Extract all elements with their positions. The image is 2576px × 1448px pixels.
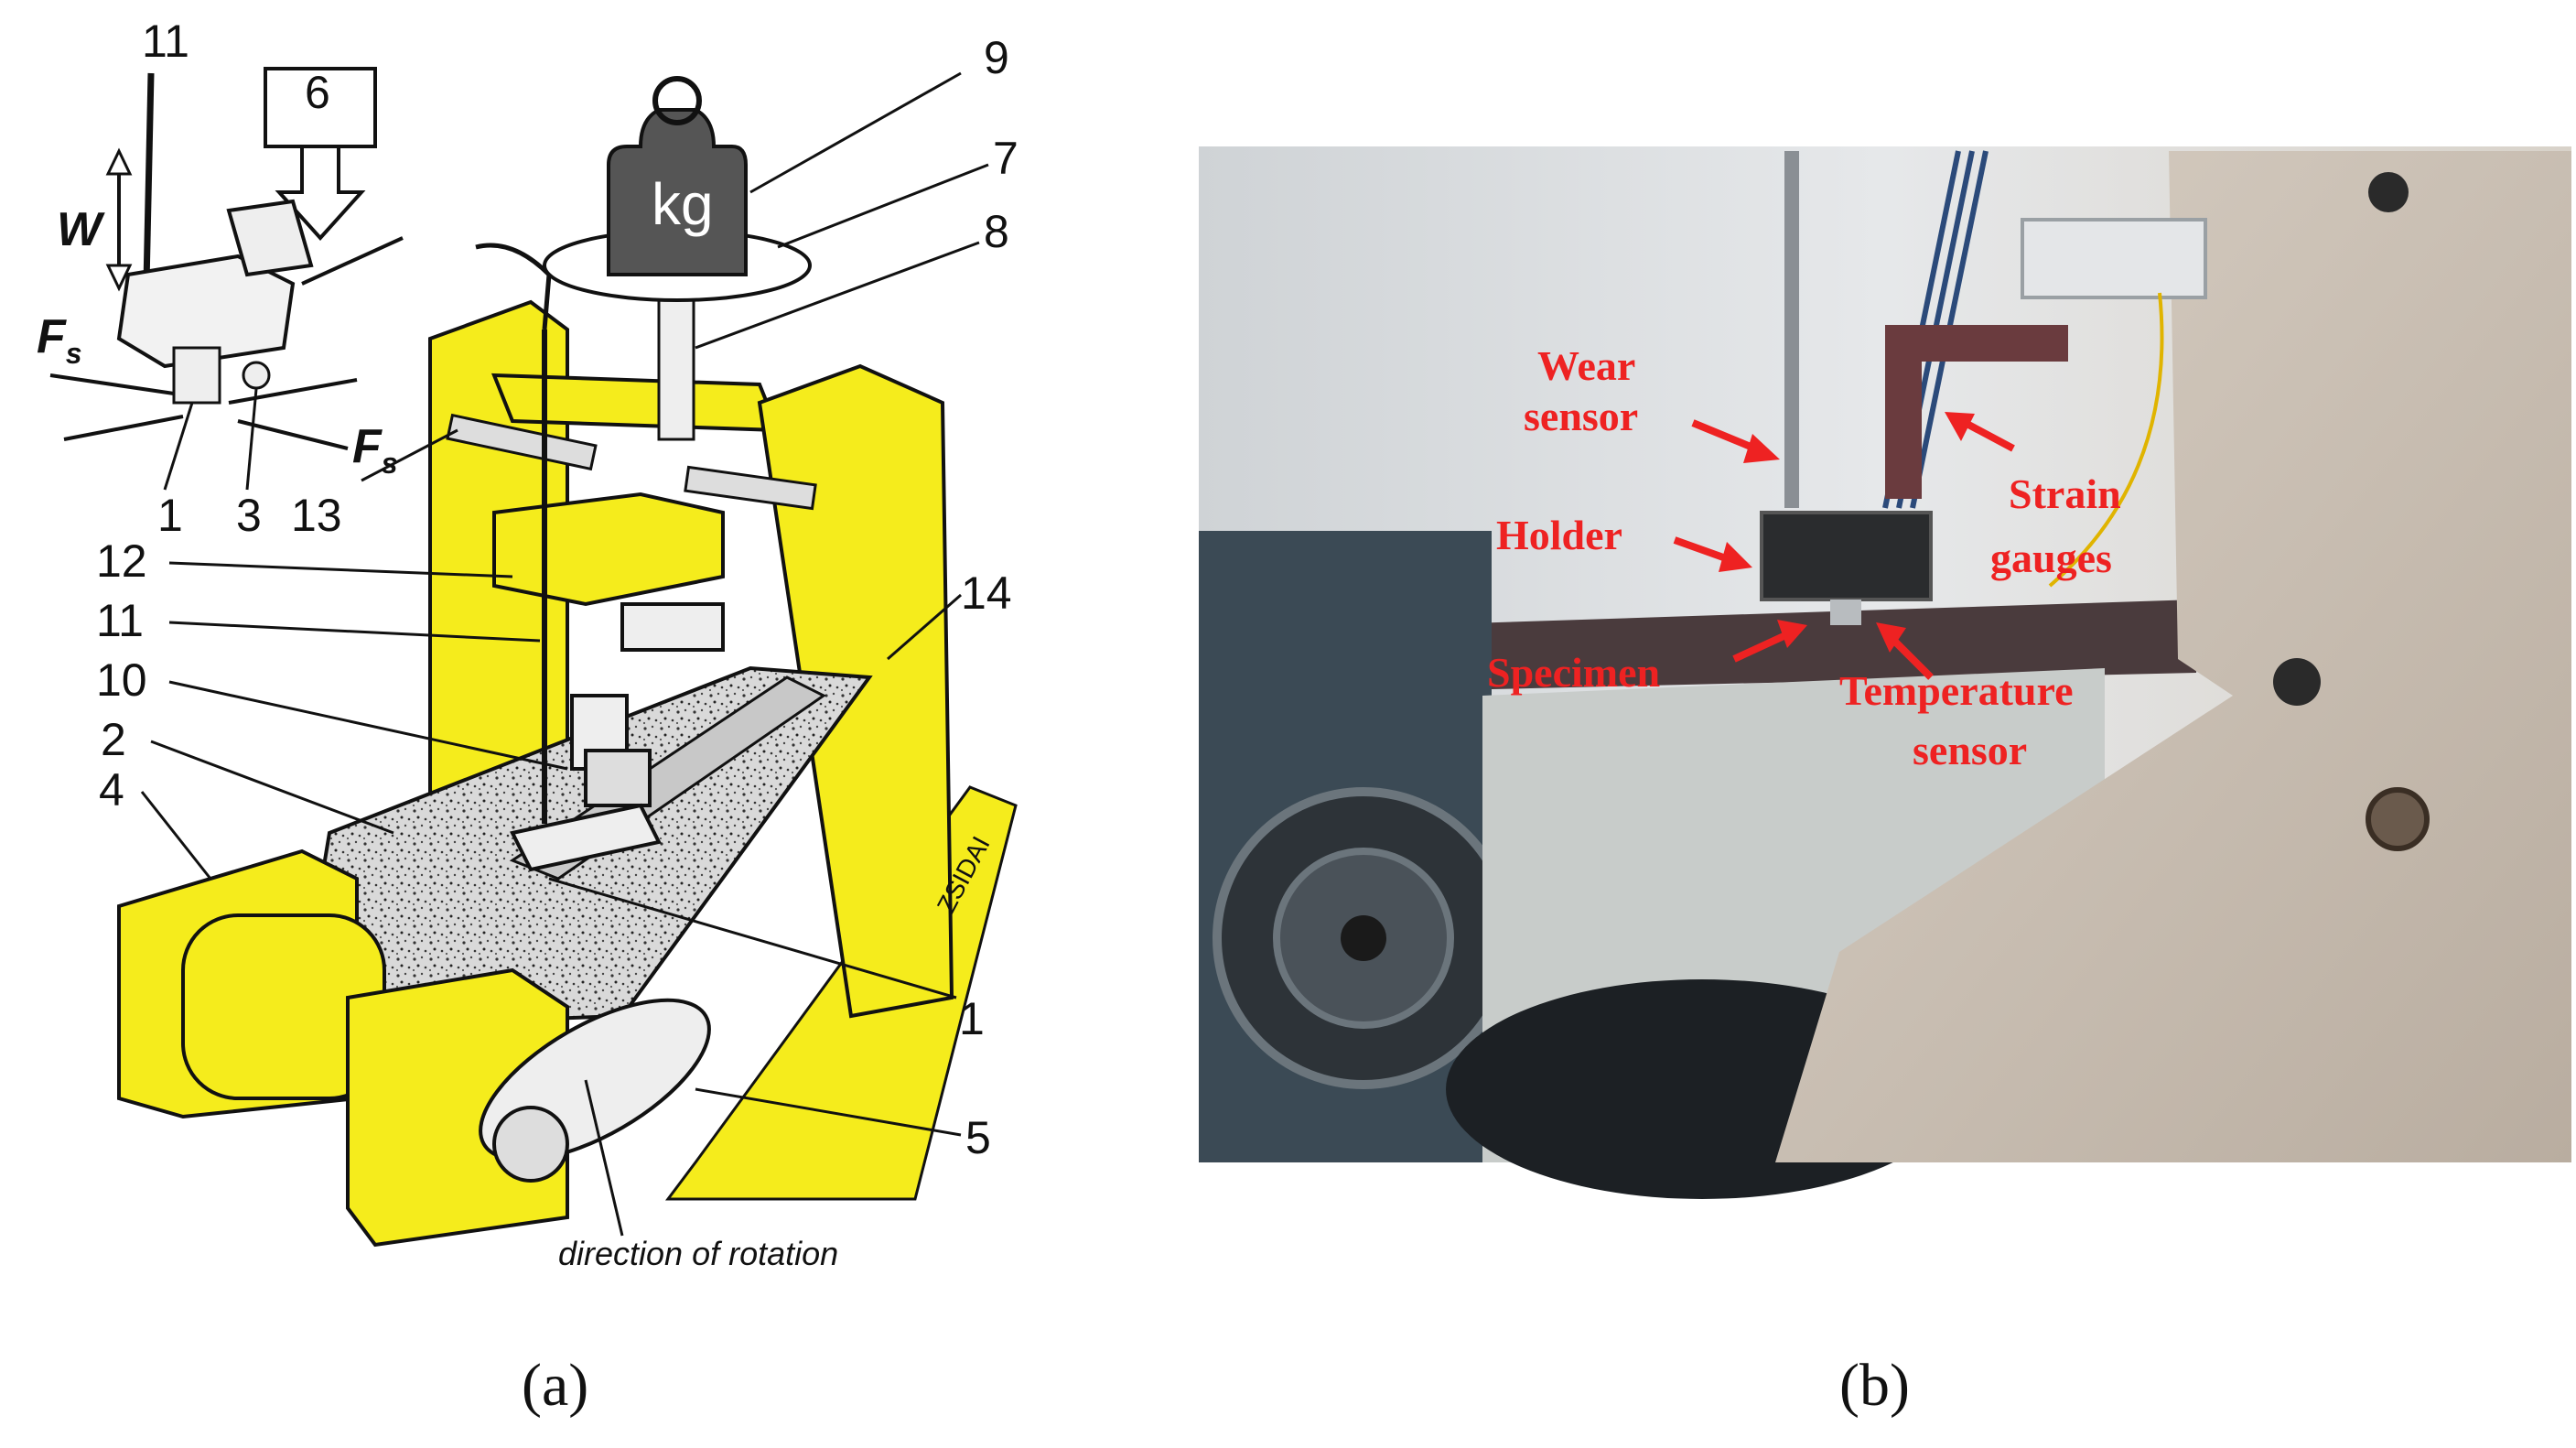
panel-a-drawing: kg xyxy=(37,16,1019,1272)
holder xyxy=(1760,511,1933,601)
w-arrow-head-down xyxy=(105,264,133,292)
callout-4: 4 xyxy=(99,764,124,816)
specimen xyxy=(1830,600,1861,625)
rotation-leader xyxy=(584,1079,624,1237)
detail-holder xyxy=(116,254,296,369)
callout-11-mid: 11 xyxy=(96,595,144,646)
screw-13 xyxy=(446,413,598,471)
crossbeam xyxy=(491,373,781,433)
fs-arrow-right-1 xyxy=(228,378,358,405)
callout-12: 12 xyxy=(96,535,147,587)
callout-6: 6 xyxy=(305,67,330,118)
callout-1-bottom: 1 xyxy=(959,993,985,1044)
leader-lines xyxy=(140,71,989,1137)
label-temp-2: sensor xyxy=(1913,727,2027,773)
small-pulley xyxy=(492,1106,569,1183)
fs-arrow-right-2 xyxy=(237,419,349,450)
red-arrows xyxy=(1673,412,2015,680)
label-w: W xyxy=(57,203,105,256)
callout-3: 3 xyxy=(236,490,262,541)
wear-sensor-rod xyxy=(1784,151,1799,508)
cable xyxy=(475,243,551,276)
panel-label-b: (b) xyxy=(1839,1352,1910,1419)
label-fs-right: Fs xyxy=(352,420,398,480)
pulley-hub xyxy=(1341,915,1386,961)
arrow-6 xyxy=(275,145,366,241)
rod-11-cable xyxy=(542,274,552,330)
specimen-plate xyxy=(510,803,662,872)
beige-frame xyxy=(1775,151,2571,1162)
holder-block-12 xyxy=(492,492,725,607)
callout-10: 10 xyxy=(96,654,147,706)
callout-14: 14 xyxy=(961,567,1012,619)
frame-hole-2 xyxy=(2273,658,2321,706)
label-wear-2: sensor xyxy=(1524,393,1638,439)
label-strain-1: Strain xyxy=(2009,470,2121,517)
upper-holder xyxy=(620,602,725,652)
callout-5: 5 xyxy=(965,1112,991,1163)
label-specimen: Specimen xyxy=(1487,649,1660,696)
detail-lever xyxy=(301,236,404,286)
callout-13: 13 xyxy=(291,490,342,541)
fs-arrow-left-1 xyxy=(49,373,175,395)
callout-9: 9 xyxy=(984,32,1009,83)
weight-text: kg xyxy=(652,171,714,237)
frame-hole-1 xyxy=(2368,172,2409,212)
caption-direction: direction of rotation xyxy=(558,1235,838,1272)
panel-label-a: (a) xyxy=(522,1352,588,1419)
callout-7: 7 xyxy=(993,133,1019,184)
label-strain-2: gauges xyxy=(1990,535,2112,581)
strain-gauge-arm xyxy=(1885,325,2068,362)
panel-b-photo: Wear sensor Holder Specimen Strain gauge… xyxy=(1199,146,2571,1199)
detail-screw-3 xyxy=(242,361,271,390)
rod-8 xyxy=(657,273,695,441)
callout-11-top: 11 xyxy=(142,16,189,67)
detail-clamp xyxy=(226,199,314,277)
label-holder: Holder xyxy=(1496,512,1622,558)
detail-specimen xyxy=(172,346,221,405)
frame-bolt xyxy=(2366,787,2430,851)
rod-11-detail xyxy=(143,72,155,285)
label-fs-left: Fs xyxy=(37,310,82,370)
upper-block xyxy=(2021,218,2207,299)
detail-inset xyxy=(49,67,404,450)
w-arrow-head-up xyxy=(105,147,133,176)
label-temp-1: Temperature xyxy=(1839,667,2074,714)
callout-2: 2 xyxy=(101,714,126,765)
weight-9 xyxy=(607,108,748,276)
sensor-10-body xyxy=(584,749,652,807)
fs-arrow-left-2 xyxy=(63,415,184,441)
screw-right xyxy=(684,465,817,511)
temperature-wire xyxy=(2048,292,2164,588)
callout-8: 8 xyxy=(984,206,1009,257)
callout-1-top: 1 xyxy=(157,490,183,541)
weight-handle xyxy=(652,76,702,125)
label-wear-1: Wear xyxy=(1537,342,1635,389)
